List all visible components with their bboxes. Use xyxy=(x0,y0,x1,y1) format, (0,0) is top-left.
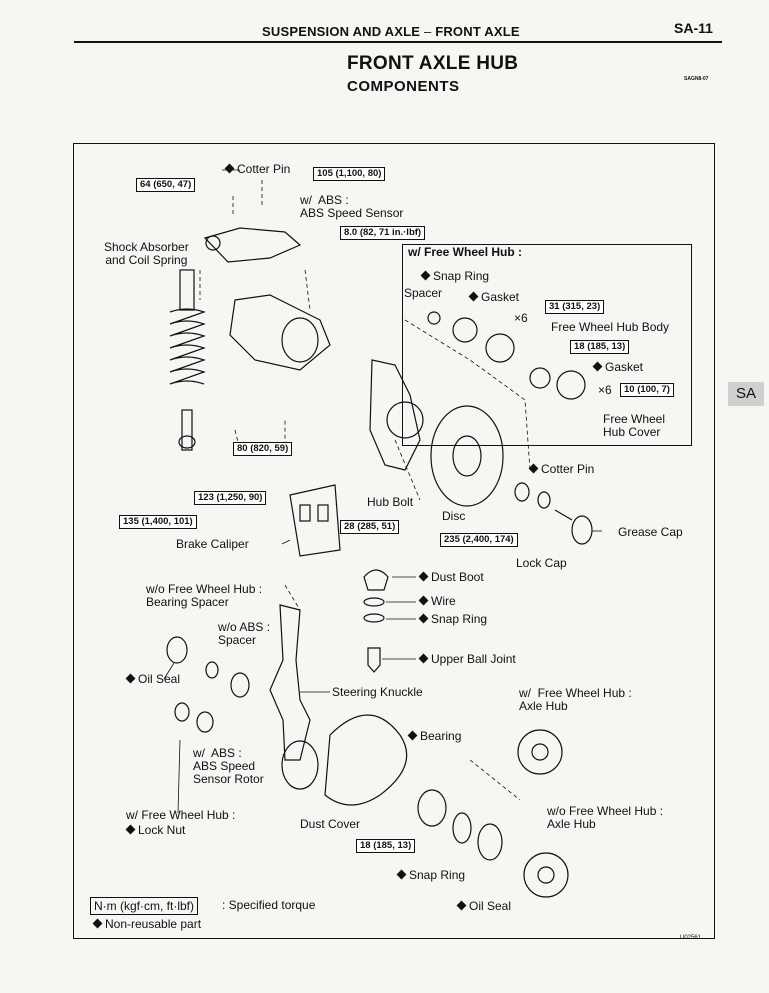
label-dust-cover: Dust Cover xyxy=(300,817,361,831)
label-brake-caliper: Brake Caliper xyxy=(176,537,249,551)
label-shock-absorber: Shock Absorber and Coil Spring xyxy=(104,240,189,267)
free-wheel-hub-inset xyxy=(402,244,692,446)
torque-31: 31 (315, 23) xyxy=(545,300,605,314)
non-reusable-icon xyxy=(125,824,136,835)
torque-18a: 18 (185, 13) xyxy=(570,340,630,354)
label-x6-a: ×6 xyxy=(514,311,528,325)
dust-cover-shape xyxy=(324,714,408,806)
non-reusable-icon xyxy=(418,613,429,624)
label-lock-nut: Lock Nut xyxy=(125,824,185,837)
non-reusable-icon xyxy=(592,361,603,372)
torque-105: 105 (1,100, 80) xyxy=(313,167,386,181)
label-spacer-inset: Spacer xyxy=(404,286,443,300)
header-separator: – xyxy=(423,24,432,39)
inset-title: w/ Free Wheel Hub : xyxy=(408,245,523,259)
label-steering-knuckle: Steering Knuckle xyxy=(332,685,423,699)
non-reusable-icon xyxy=(418,571,429,582)
label-bearing: Bearing xyxy=(407,730,461,743)
non-reusable-icon xyxy=(396,869,407,880)
shock-lower xyxy=(181,409,193,451)
torque-135: 135 (1,400, 101) xyxy=(119,515,197,529)
non-reusable-icon xyxy=(92,918,103,929)
label-free-wheel-hub-body: Free Wheel Hub Body xyxy=(551,320,670,334)
label-free-wheel-hub-cover: Free Wheel Hub Cover xyxy=(603,412,666,439)
label-oil-seal-bottom: Oil Seal xyxy=(456,900,511,913)
label-wire: Wire xyxy=(418,595,456,608)
section-name: SUSPENSION AND AXLE xyxy=(262,24,421,39)
dust-boot-shape xyxy=(363,569,389,591)
torque-28: 28 (285, 51) xyxy=(340,520,400,534)
label-dust-boot: Dust Boot xyxy=(418,571,484,584)
legend-non-reusable: Non-reusable part xyxy=(92,918,201,931)
subsection-name: FRONT AXLE xyxy=(435,24,520,39)
label-grease-cap: Grease Cap xyxy=(618,525,683,539)
torque-123: 123 (1,250, 90) xyxy=(194,491,267,505)
label-bearing-spacer: w/o Free Wheel Hub : Bearing Spacer xyxy=(146,582,263,609)
legend-unit-box: N·m (kgf·cm, ft·lbf) xyxy=(90,897,198,915)
label-snap-ring-inset: Snap Ring xyxy=(420,270,489,283)
page-title: FRONT AXLE HUB xyxy=(347,53,519,74)
label-cotter-pin-top: Cotter Pin xyxy=(224,163,290,176)
header-rule xyxy=(74,41,722,43)
bearing-shape xyxy=(417,789,447,827)
section-header: SUSPENSION AND AXLE – FRONT AXLE xyxy=(262,24,520,39)
knuckle-upper xyxy=(369,359,421,471)
non-reusable-icon xyxy=(418,653,429,664)
brake-caliper-shape xyxy=(289,484,341,557)
legend-unit-desc: : Specified torque xyxy=(222,898,316,912)
section-tab[interactable]: SA xyxy=(728,382,764,406)
label-abs-spacer: w/o ABS : Spacer xyxy=(218,620,271,647)
torque-10: 10 (100, 7) xyxy=(620,383,674,397)
label-hub-bolt: Hub Bolt xyxy=(367,495,414,509)
upper-control-arm xyxy=(203,227,302,263)
non-reusable-icon xyxy=(407,730,418,741)
page-number: SA-11 xyxy=(674,20,713,36)
label-axle-hub-fwh: w/ Free Wheel Hub : Axle Hub xyxy=(519,686,632,713)
non-reusable-icon xyxy=(468,291,479,302)
shock-upper xyxy=(179,269,195,311)
label-disc: Disc xyxy=(442,509,466,523)
grease-cap-shape xyxy=(571,515,593,545)
torque-235: 235 (2,400, 174) xyxy=(440,533,518,547)
ball-joint-shape xyxy=(367,647,381,673)
non-reusable-icon xyxy=(420,270,431,281)
coil-spring xyxy=(169,308,206,385)
label-oil-seal-left: Oil Seal xyxy=(125,673,180,686)
label-lock-cap: Lock Cap xyxy=(516,556,567,570)
label-snap-ring-mid: Snap Ring xyxy=(418,613,487,626)
figure-code-top: SAGN8-07 xyxy=(684,76,709,82)
non-reusable-icon xyxy=(528,463,539,474)
torque-80: 80 (820, 59) xyxy=(233,442,293,456)
axle-hub-wo-shape xyxy=(523,852,569,898)
diagram-frame xyxy=(73,143,715,939)
figure-code-bottom: U02561 xyxy=(680,935,702,941)
cv-joint xyxy=(281,317,319,363)
non-reusable-icon xyxy=(125,673,136,684)
steering-knuckle-shape xyxy=(269,604,311,761)
torque-18b: 18 (185, 13) xyxy=(356,839,416,853)
label-lock-nut-condition: w/ Free Wheel Hub : xyxy=(126,808,236,822)
label-abs-speed-sensor: w/ ABS : ABS Speed Sensor xyxy=(300,193,404,220)
label-x6-b: ×6 xyxy=(598,383,612,397)
label-abs-rotor: w/ ABS : ABS Speed Sensor Rotor xyxy=(193,746,264,786)
lower-arm xyxy=(229,294,331,371)
torque-8: 8.0 (82, 71 in.·lbf) xyxy=(340,226,426,240)
page-subtitle: COMPONENTS xyxy=(347,78,460,95)
non-reusable-icon xyxy=(418,595,429,606)
label-upper-ball-joint: Upper Ball Joint xyxy=(418,653,516,666)
brake-disc xyxy=(430,405,504,507)
non-reusable-icon xyxy=(224,163,235,174)
axle-hub-fwh-shape xyxy=(517,729,563,775)
label-cotter-pin-right: Cotter Pin xyxy=(528,463,594,476)
label-snap-ring-bottom: Snap Ring xyxy=(396,869,465,882)
label-gasket-inset: Gasket xyxy=(468,291,519,304)
arm-bushing xyxy=(205,235,221,251)
torque-64: 64 (650, 47) xyxy=(136,178,196,192)
label-gasket-inset-2: Gasket xyxy=(592,361,643,374)
non-reusable-icon xyxy=(456,900,467,911)
label-axle-hub-wo: w/o Free Wheel Hub : Axle Hub xyxy=(547,804,664,831)
